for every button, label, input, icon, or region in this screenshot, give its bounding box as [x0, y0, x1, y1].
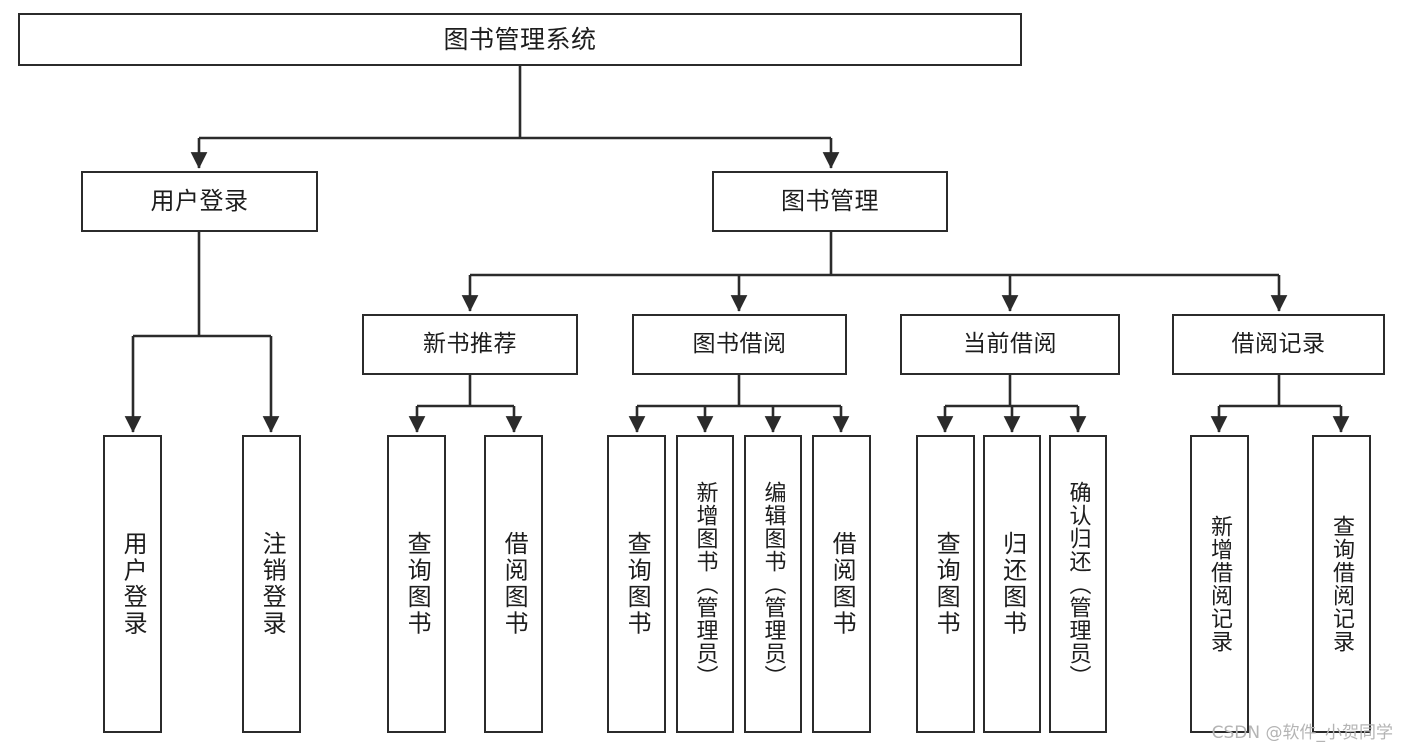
- node-leaf-query-book-borrowing[interactable]: 查询图书: [607, 435, 666, 733]
- node-book-management-system[interactable]: 图书管理系统: [18, 13, 1022, 66]
- node-leaf-return-book[interactable]: 归还图书: [983, 435, 1041, 733]
- node-label: 借阅图书: [828, 531, 857, 637]
- node-leaf-confirm-return-admin[interactable]: 确认归还（管理员）: [1049, 435, 1107, 733]
- node-leaf-add-book-admin[interactable]: 新增图书（管理员）: [676, 435, 734, 733]
- node-label: 借阅图书: [500, 531, 529, 637]
- node-book-borrowing[interactable]: 图书借阅: [632, 314, 847, 375]
- node-label: 查询图书: [932, 531, 961, 637]
- node-label: 图书借阅: [692, 330, 787, 357]
- node-label: 注销登录: [258, 531, 287, 637]
- node-leaf-borrow-book-borrowing[interactable]: 借阅图书: [812, 435, 871, 733]
- node-label: 图书管理: [781, 187, 879, 216]
- node-label: 借阅记录: [1231, 330, 1326, 357]
- node-label: 用户登录: [150, 187, 249, 216]
- node-label: 查询图书: [403, 531, 432, 637]
- node-user-login[interactable]: 用户登录: [81, 171, 318, 232]
- node-label: 查询借阅记录: [1329, 515, 1355, 653]
- node-book-management[interactable]: 图书管理: [712, 171, 948, 232]
- node-current-borrowing[interactable]: 当前借阅: [900, 314, 1120, 375]
- node-label: 归还图书: [998, 531, 1027, 637]
- watermark: CSDN @软件_小贺同学: [1211, 723, 1393, 743]
- node-leaf-query-book-current[interactable]: 查询图书: [916, 435, 975, 733]
- node-leaf-query-borrow-record[interactable]: 查询借阅记录: [1312, 435, 1371, 733]
- node-label: 新增借阅记录: [1207, 515, 1233, 653]
- node-leaf-edit-book-admin[interactable]: 编辑图书（管理员）: [744, 435, 802, 733]
- node-leaf-user-login[interactable]: 用户登录: [103, 435, 162, 733]
- node-new-book-recommendation[interactable]: 新书推荐: [362, 314, 578, 375]
- node-leaf-add-borrow-record[interactable]: 新增借阅记录: [1190, 435, 1249, 733]
- node-label: 编辑图书（管理员）: [760, 480, 786, 688]
- node-label: 图书管理系统: [443, 24, 597, 54]
- node-borrowing-record[interactable]: 借阅记录: [1172, 314, 1385, 375]
- node-label: 当前借阅: [963, 330, 1057, 357]
- node-leaf-query-book-recommendation[interactable]: 查询图书: [387, 435, 446, 733]
- node-label: 新增图书（管理员）: [692, 480, 718, 688]
- node-leaf-borrow-book-recommendation[interactable]: 借阅图书: [484, 435, 543, 733]
- node-label: 新书推荐: [423, 330, 517, 357]
- node-leaf-logout[interactable]: 注销登录: [242, 435, 301, 733]
- node-label: 用户登录: [119, 531, 148, 637]
- node-label: 确认归还（管理员）: [1065, 480, 1091, 688]
- node-label: 查询图书: [623, 531, 652, 637]
